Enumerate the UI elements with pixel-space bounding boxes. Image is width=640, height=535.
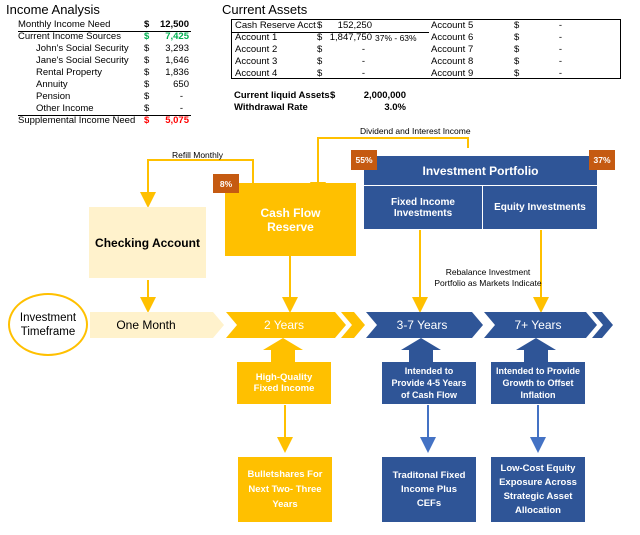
intended-cash-flow-box: Intended to Provide 4-5 Years of Cash Fl… bbox=[382, 362, 476, 404]
asset-summary: Current liquid Assets $ 2,000,000 Withdr… bbox=[234, 90, 434, 116]
income-row-supplemental: Supplemental Income Need $ 5,075 bbox=[18, 115, 189, 126]
asset-row-4: Account 4 $ - Account 9 $ - bbox=[235, 68, 562, 79]
asset-row-2: Account 2 $ - Account 7 $ - bbox=[235, 44, 562, 55]
bulletshares-box: Bulletshares For Next Two- Three Years bbox=[238, 457, 332, 522]
timeline-chev-1 bbox=[200, 312, 224, 338]
portfolio-vdivider bbox=[482, 185, 483, 229]
asset-row-cash: Cash Reserve Acct $ 152,250 Account 5 $ … bbox=[235, 20, 562, 31]
income-row-rental: Rental Property $ 1,836 bbox=[36, 67, 189, 78]
low-cost-equity-box: Low-Cost Equity Exposure Across Strategi… bbox=[491, 457, 585, 522]
income-row-jane: Jane's Social Security $ 1,646 bbox=[36, 55, 189, 66]
asset-row-1: Account 1 $ 1,847,750 37% - 63% Account … bbox=[235, 32, 562, 43]
liquid-assets-row: Current liquid Assets $ 2,000,000 bbox=[234, 90, 406, 101]
rebalance-label: Rebalance Investment Portfolio as Market… bbox=[434, 267, 542, 288]
timeline-label-3: 3-7 Years bbox=[396, 318, 448, 332]
cash-flow-badge: 8% bbox=[213, 174, 239, 193]
equity-box: Equity Investments bbox=[494, 202, 586, 213]
refill-label: Refill Monthly bbox=[172, 150, 224, 160]
income-row-sources: Current Income Sources $ 7,425 bbox=[18, 31, 189, 42]
timeline-seg-3 bbox=[366, 312, 483, 338]
income-divider-bottom bbox=[18, 115, 191, 116]
intend2-up-arrow bbox=[516, 338, 556, 362]
withdrawal-rate-row: Withdrawal Rate 3.0% bbox=[234, 102, 406, 113]
equity-badge: 37% bbox=[589, 150, 615, 170]
income-row-john: John's Social Security $ 3,293 bbox=[36, 43, 189, 54]
asset-divider bbox=[232, 32, 429, 33]
income-table: Monthly Income Need $ 12,500 Current Inc… bbox=[6, 19, 191, 127]
current-assets-title: Current Assets bbox=[222, 2, 308, 17]
traditional-fixed-income-box: Traditonal Fixed Income Plus CEFs bbox=[382, 457, 476, 522]
investment-portfolio-title: Investment Portfolio bbox=[422, 163, 539, 178]
income-row-need: Monthly Income Need $ 12,500 bbox=[18, 19, 189, 30]
portfolio-divider bbox=[364, 185, 597, 186]
assets-table: Cash Reserve Acct $ 152,250 Account 5 $ … bbox=[231, 19, 621, 79]
fixed-income-box: Fixed Income Investments bbox=[391, 196, 455, 219]
timeline-label-2: 2 Years bbox=[263, 318, 305, 332]
checking-account-box: Checking Account bbox=[89, 207, 206, 278]
income-row-annuity: Annuity $ 650 bbox=[36, 79, 189, 90]
timeline-chev-4 bbox=[592, 312, 613, 338]
refill-arrow bbox=[140, 159, 254, 208]
timeline-label-1: One Month bbox=[116, 318, 176, 332]
timeline-chev-2 bbox=[341, 312, 365, 338]
timeline-seg-2 bbox=[226, 312, 346, 338]
high-quality-fixed-income-box: High-Quality Fixed Income bbox=[237, 362, 331, 404]
cash-flow-reserve-box: Cash Flow Reserve bbox=[225, 183, 356, 256]
hq-up-arrow bbox=[263, 338, 303, 362]
income-divider-top bbox=[18, 31, 191, 32]
income-analysis-title: Income Analysis bbox=[6, 2, 100, 17]
asset-row-3: Account 3 $ - Account 8 $ - bbox=[235, 56, 562, 67]
intend1-up-arrow bbox=[401, 338, 441, 362]
timeline-seg-1 bbox=[90, 312, 214, 338]
fixed-income-badge: 55% bbox=[351, 150, 377, 170]
income-row-other: Other Income $ - bbox=[36, 103, 183, 114]
timeline-seg-4 bbox=[484, 312, 597, 338]
intended-growth-box: Intended to Provide Growth to Offset Inf… bbox=[491, 362, 585, 404]
timeline-label-4: 7+ Years bbox=[514, 318, 562, 332]
dividend-label: Dividend and Interest Income bbox=[360, 126, 471, 136]
investment-timeframe-ellipse: Investment Timeframe bbox=[8, 293, 88, 356]
investment-portfolio-box bbox=[363, 155, 598, 230]
dividend-arrow bbox=[310, 137, 469, 198]
income-row-pension: Pension $ - bbox=[36, 91, 183, 102]
